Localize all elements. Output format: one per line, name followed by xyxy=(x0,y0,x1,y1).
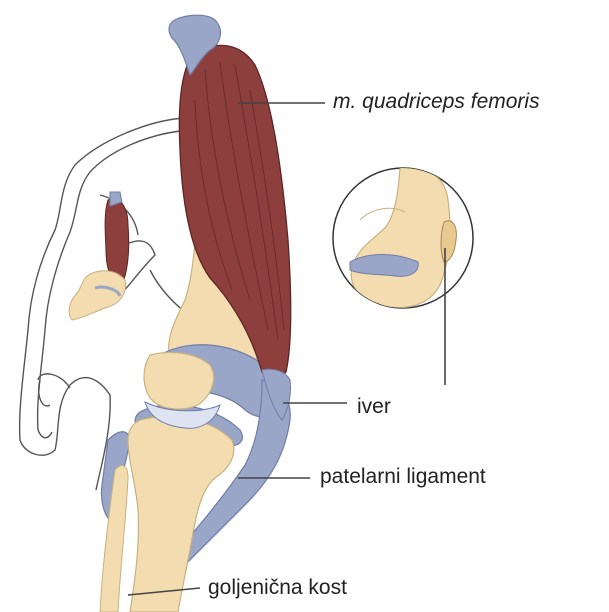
label-quadriceps: m. quadriceps femoris xyxy=(333,91,540,112)
label-patellar-ligament: patelarni ligament xyxy=(320,466,486,487)
label-tibia: goljenična kost xyxy=(208,577,347,598)
small-stifle xyxy=(69,192,129,320)
label-iver: iver xyxy=(357,396,391,417)
patella xyxy=(144,352,214,409)
inset-magnifier xyxy=(333,167,473,308)
